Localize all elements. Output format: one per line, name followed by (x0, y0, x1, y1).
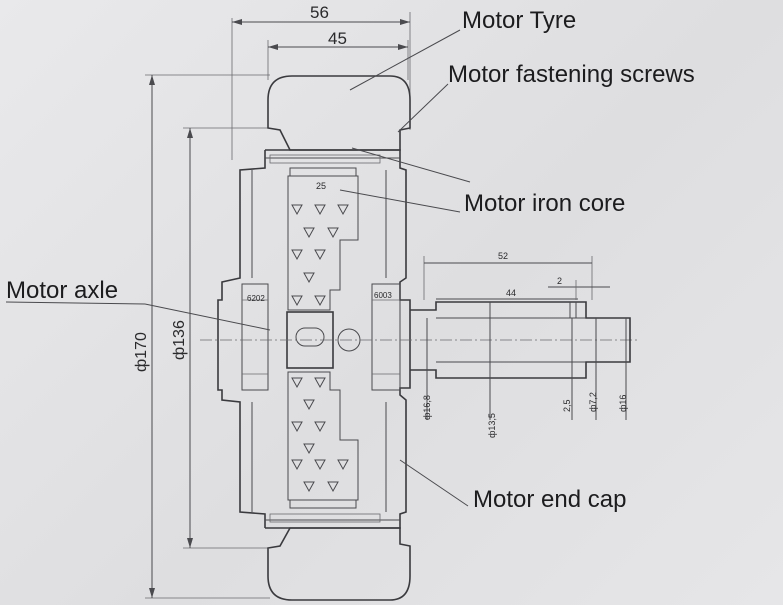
label-motor-end-cap: Motor end cap (473, 486, 626, 513)
dimension-width-56-label: 56 (310, 3, 329, 22)
dimension-dia-16: ф16 (618, 395, 628, 412)
dimension-gap-2 (548, 280, 610, 300)
motor-tyre-top (267, 75, 411, 151)
dimension-diameter-136-label: ф136 (171, 320, 188, 360)
dimension-len-2-5: 2,5 (562, 399, 572, 412)
bearing-right (371, 283, 401, 391)
dimension-core-25: 25 (316, 181, 326, 191)
dimension-diameter-170-label: ф170 (133, 332, 150, 372)
motor-shaft (200, 301, 640, 379)
dimension-width-56 (231, 12, 411, 160)
dimension-length-44-label: 44 (506, 288, 516, 298)
label-motor-tyre: Motor Tyre (462, 7, 576, 34)
magnet-band-bottom (269, 499, 381, 523)
motor-iron-core (287, 175, 359, 501)
motor-tyre-bottom (267, 527, 411, 601)
bearing-right-label: 6003 (374, 291, 392, 300)
leader-lines (5, 29, 471, 507)
bearing-left-label: 6202 (247, 294, 265, 303)
label-motor-axle: Motor axle (6, 277, 118, 304)
dimension-dia-16-8: ф16,8 (422, 395, 432, 420)
label-motor-fastening-screws: Motor fastening screws (448, 61, 695, 88)
shaft-diameter-dimension-lines (426, 302, 627, 420)
dimension-diameter-136 (183, 127, 270, 549)
dimension-dia-7-2: ф7,2 (588, 392, 598, 412)
dimension-gap-2-label: 2 (557, 276, 562, 286)
motor-hub-shell (217, 149, 411, 529)
dimension-width-45 (267, 40, 409, 80)
dimension-width-45-label: 45 (328, 29, 347, 48)
dimension-diameter-170 (145, 74, 270, 599)
dimension-dia-13-5: ф13,5 (487, 413, 497, 438)
bearing-left (241, 283, 269, 391)
label-motor-iron-core: Motor iron core (464, 190, 625, 217)
dimension-length-52-label: 52 (498, 251, 508, 261)
dimension-length-52 (423, 256, 593, 300)
